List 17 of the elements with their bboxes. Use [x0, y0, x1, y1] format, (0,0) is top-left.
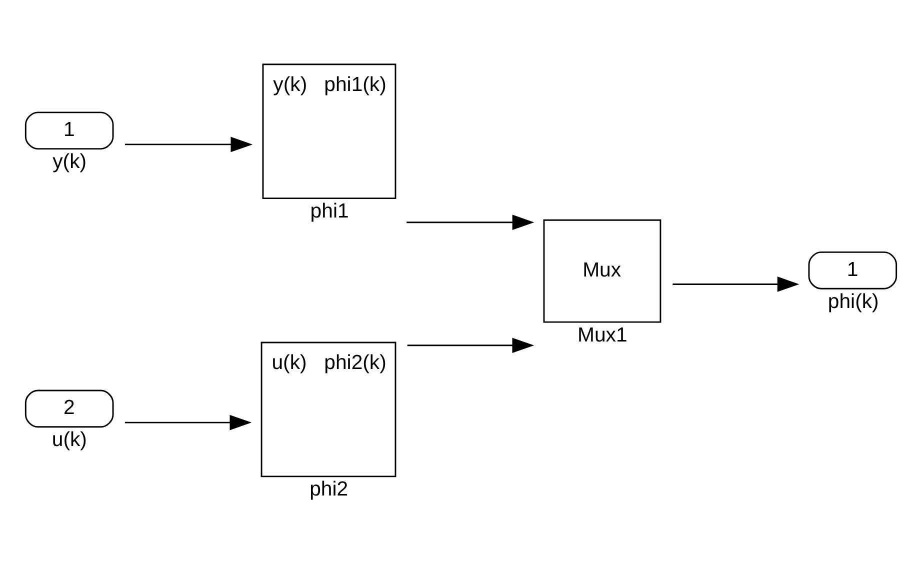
node-box: 1 — [808, 251, 898, 290]
node-label: phi1 — [310, 200, 349, 223]
node-label: phi2 — [310, 478, 348, 501]
node-box: 1 — [24, 112, 114, 150]
arrow — [124, 136, 253, 152]
arrow — [124, 414, 252, 430]
arrow — [406, 214, 534, 230]
arrow — [672, 276, 800, 292]
node-label: u(k) — [52, 429, 87, 452]
node-label: phi(k) — [828, 290, 879, 313]
node-label: Mux1 — [577, 324, 628, 346]
arrow — [407, 338, 534, 354]
node-label: y(k) — [52, 151, 87, 174]
node-box: y(k) phi1(k) — [262, 64, 396, 200]
node-box: u(k) phi2(k) — [260, 342, 396, 478]
node-box: Mux — [543, 219, 662, 323]
node-box: 2 — [24, 390, 114, 428]
